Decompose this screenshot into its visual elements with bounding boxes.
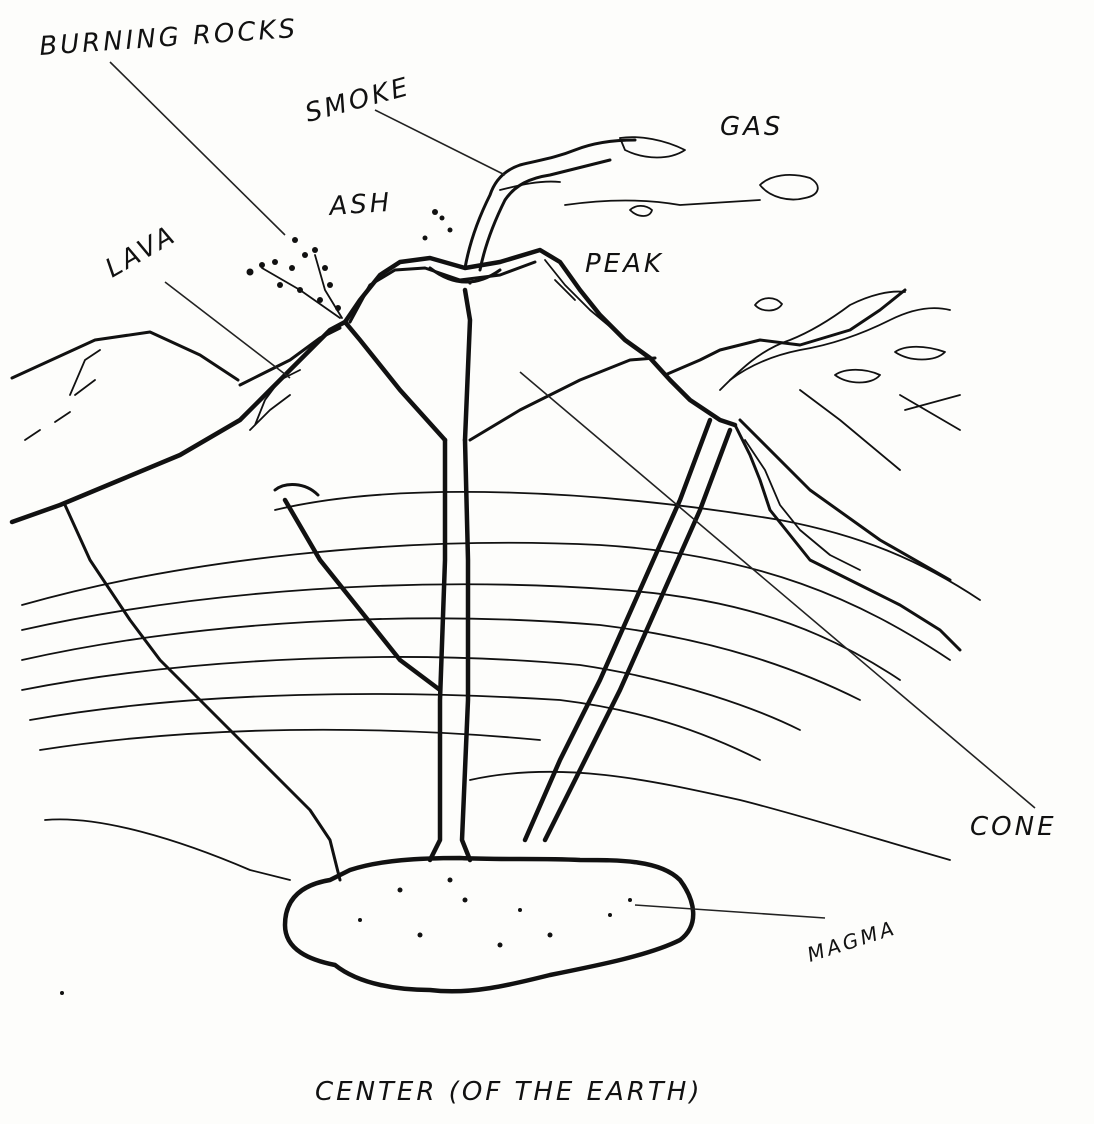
- label-center: CENTER (OF THE EARTH): [315, 1077, 702, 1107]
- label-peak: PEAK: [585, 249, 664, 279]
- label-burning-rocks: BURNING ROCKS: [38, 14, 299, 62]
- label-ash: ASH: [326, 188, 393, 222]
- crater: [430, 268, 500, 285]
- gas-clouds: [630, 175, 950, 390]
- rock-strata: [22, 492, 980, 880]
- label-cone: CONE: [970, 812, 1057, 842]
- right-mountain: [665, 290, 960, 580]
- label-gas: GAS: [720, 112, 783, 142]
- magma-chamber: [285, 858, 693, 991]
- ash-particles: [423, 209, 453, 241]
- ground-surface: [12, 322, 345, 522]
- label-lava: LAVA: [101, 220, 183, 284]
- burning-rocks: [247, 237, 343, 318]
- left-mountain: [12, 332, 238, 440]
- volcano-cone: [345, 250, 960, 650]
- label-magma: MAGMA: [804, 915, 899, 966]
